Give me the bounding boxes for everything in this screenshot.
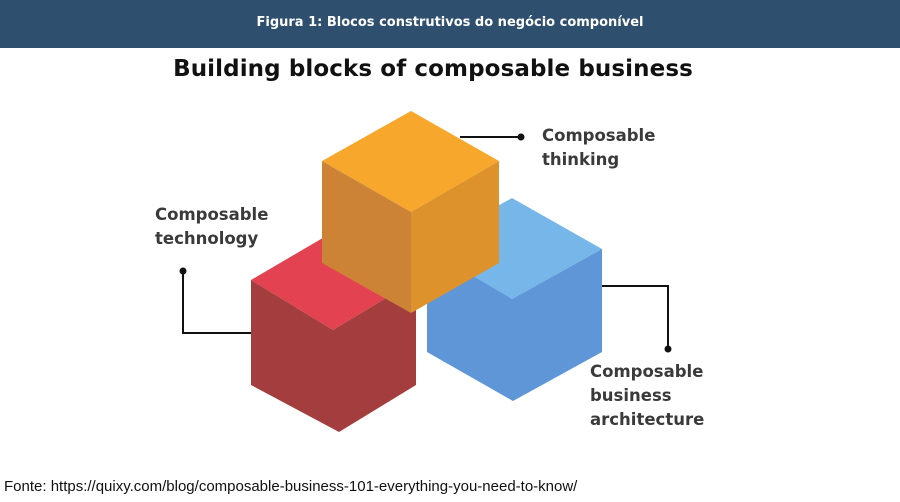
source-citation: Fonte: https://quixy.com/blog/composable…	[4, 478, 578, 495]
thinking-connector-dot	[517, 133, 525, 141]
orange-cube-side-face	[411, 161, 499, 313]
label-line: technology	[155, 229, 259, 248]
technology-connector-dot	[179, 267, 187, 275]
architecture-connector-dot	[664, 345, 672, 353]
red-cube-front-face	[251, 280, 416, 432]
diagram-title: Building blocks of composable business	[173, 56, 693, 82]
label-line: Composable	[542, 126, 656, 145]
figure-caption-bar: Figura 1: Blocos construtivos do negócio…	[0, 0, 900, 48]
figure-caption: Figura 1: Blocos construtivos do negócio…	[256, 14, 644, 30]
label-line: Composable	[590, 362, 704, 381]
label-line: Composable	[155, 205, 269, 224]
blue-cube-top-face	[420, 198, 602, 299]
orange-cube-front-face	[322, 161, 411, 313]
label-line: architecture	[590, 410, 705, 429]
label-composable-thinking: Composable thinking	[542, 124, 655, 172]
label-line: business	[590, 386, 672, 405]
orange-cube-top-face	[322, 111, 499, 212]
blue-cube-side-face	[427, 249, 602, 401]
label-line: thinking	[542, 150, 620, 169]
architecture-connector-line	[602, 285, 669, 348]
label-composable-business-architecture: Composable business architecture	[590, 360, 704, 432]
technology-connector-line	[182, 271, 251, 334]
label-composable-technology: Composable technology	[155, 203, 268, 251]
